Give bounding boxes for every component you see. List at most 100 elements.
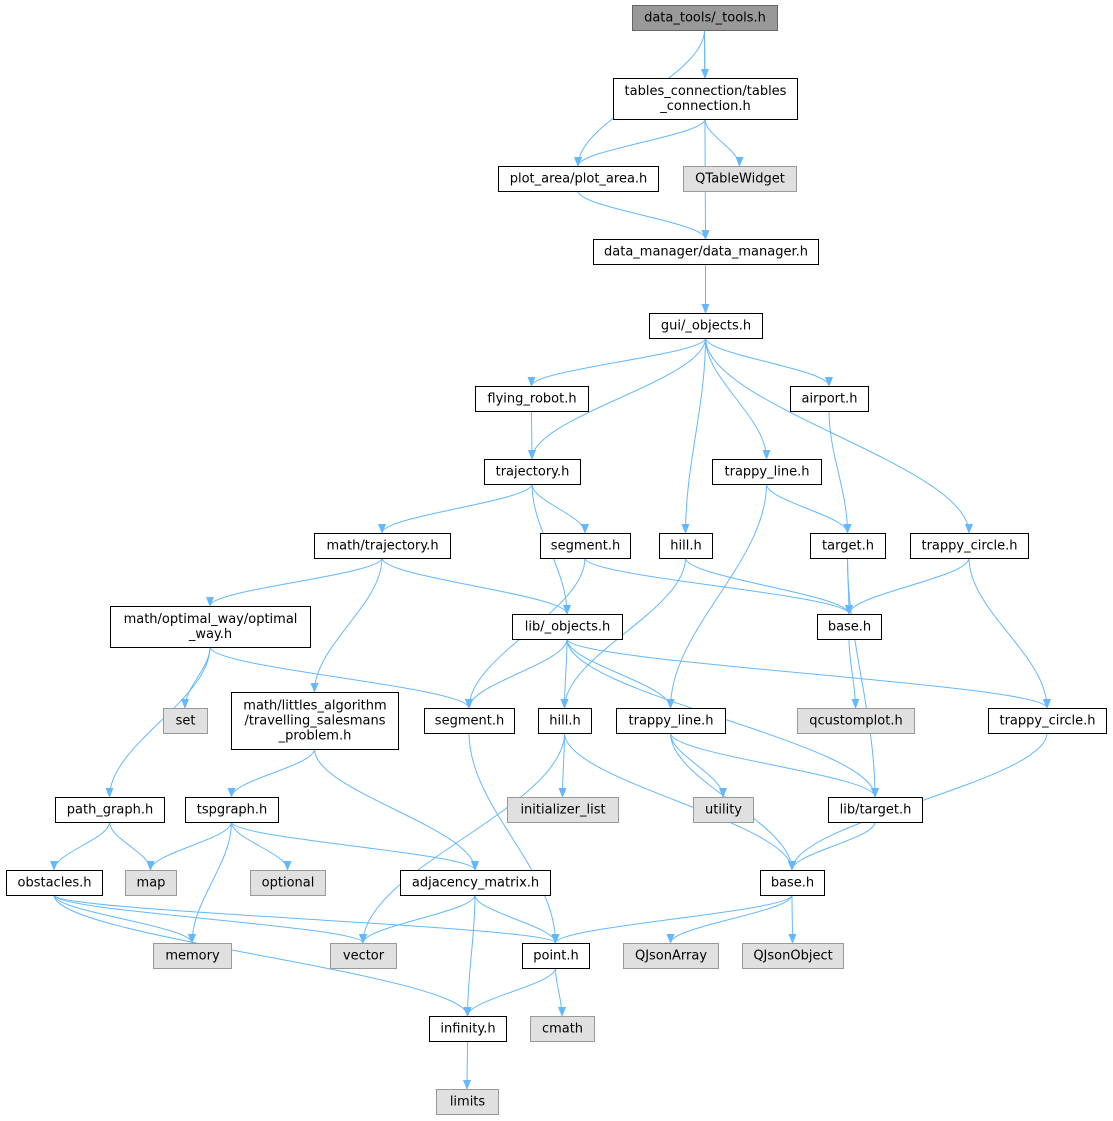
node-trappy-line-gui[interactable]: trappy_line.h	[712, 459, 822, 485]
node-label: data_manager/data_manager.h	[604, 245, 808, 260]
node-label: airport.h	[802, 392, 858, 407]
node-box	[760, 870, 825, 896]
node-base-lib[interactable]: base.h	[760, 870, 825, 896]
node-obstacles[interactable]: obstacles.h	[6, 870, 103, 896]
node-optimal-way[interactable]: math/optimal_way/optimal_way.h	[110, 606, 311, 648]
edge-trajectory-to-math_trajectory	[378, 483, 533, 534]
edge-gui_objects-to-hill_gui	[681, 337, 706, 534]
node-label: initializer_list	[520, 803, 605, 818]
node-lib-target[interactable]: lib/target.h	[828, 797, 923, 823]
node-box	[231, 692, 399, 750]
node-box	[988, 708, 1107, 734]
node-box	[632, 5, 778, 31]
node-plot-area[interactable]: plot_area/plot_area.h	[498, 166, 659, 192]
edge-obstacles-to-memory	[53, 894, 196, 944]
nodes-layer: data_tools/_tools.h tables_connection/tab…	[6, 5, 1107, 1115]
node-label: QJsonObject	[753, 949, 832, 964]
edge-hill_lib-to-base_lib	[564, 732, 796, 871]
edge-infinity-to-limits	[463, 1040, 472, 1090]
node-lib-objects[interactable]: lib/_objects.h	[512, 614, 623, 640]
edge-littles-to-tspgraph	[227, 748, 315, 798]
node-tspgraph[interactable]: tspgraph.h	[185, 797, 279, 823]
node-label: trappy_circle.h	[999, 714, 1095, 729]
node-trappy-line-lib[interactable]: trappy_line.h	[616, 708, 726, 734]
node-tables-connection[interactable]: tables_connection/tables_connection.h	[613, 78, 798, 120]
node-segment-gui[interactable]: segment.h	[540, 533, 631, 559]
node-label: math/trajectory.h	[326, 539, 438, 554]
node-trajectory[interactable]: trajectory.h	[484, 459, 581, 485]
node-label: qcustomplot.h	[809, 714, 902, 729]
edge-math_trajectory-to-lib_objects	[381, 557, 571, 615]
edge-hill_gui-to-hill_lib	[560, 557, 686, 709]
edge-tspgraph-to-map	[146, 821, 232, 871]
node-box	[613, 78, 798, 120]
node-qjsonobject: QJsonObject	[742, 943, 844, 969]
node-label: trappy_line.h	[725, 465, 810, 480]
node-label: point.h	[533, 949, 579, 964]
node-box	[683, 166, 797, 192]
node-point[interactable]: point.h	[522, 943, 590, 969]
node-box	[522, 943, 590, 969]
node-label: _connection.h	[659, 99, 751, 114]
edge-adjacency_matrix-to-point	[474, 894, 560, 944]
edge-tspgraph-to-memory	[188, 821, 232, 944]
edge-tables_connection-to-qtablewidget	[704, 118, 744, 167]
node-label: vector	[343, 949, 385, 964]
node-data-manager[interactable]: data_manager/data_manager.h	[593, 239, 819, 265]
node-gui-objects[interactable]: gui/_objects.h	[649, 313, 763, 339]
node-box	[424, 708, 515, 734]
node-box	[475, 386, 589, 412]
node-infinity[interactable]: infinity.h	[429, 1016, 507, 1042]
node-box	[110, 606, 311, 648]
edge-flying_robot-to-trajectory	[527, 410, 536, 460]
node-label: math/littles_algorithm	[243, 699, 386, 714]
edge-math_trajectory-to-optimal_way	[206, 557, 383, 607]
edge-adjacency_matrix-to-infinity	[463, 894, 476, 1017]
node-hill-gui[interactable]: hill.h	[659, 533, 713, 559]
node-label: base.h	[828, 620, 871, 635]
edge-optimal_way-to-path_graph	[105, 646, 211, 798]
edge-optimal_way-to-set	[181, 646, 211, 709]
node-cmath: cmath	[530, 1016, 595, 1042]
node-qcustomplot: qcustomplot.h	[797, 708, 915, 734]
edge-base_gui-to-qcustomplot	[848, 638, 860, 709]
node-base-gui[interactable]: base.h	[817, 614, 882, 640]
node-label: data_tools/_tools.h	[644, 11, 766, 26]
edge-point-to-cmath	[555, 967, 566, 1017]
node-map: map	[125, 870, 177, 896]
node-hill-lib[interactable]: hill.h	[538, 708, 592, 734]
edge-path_graph-to-map	[109, 821, 155, 871]
node-utility: utility	[693, 797, 754, 823]
node-label: map	[137, 876, 166, 891]
node-box	[817, 614, 882, 640]
node-label: lib/_objects.h	[525, 620, 611, 635]
node-box	[910, 533, 1029, 559]
node-airport[interactable]: airport.h	[790, 386, 869, 412]
edge-trappy_circle_gui-to-trappy_circle_lib	[968, 557, 1051, 709]
node-segment-lib[interactable]: segment.h	[424, 708, 515, 734]
node-label: target.h	[822, 539, 874, 554]
edge-tspgraph-to-optional	[231, 821, 292, 871]
node-box	[828, 797, 923, 823]
node-label: obstacles.h	[18, 876, 92, 891]
edge-airport-to-target_gui	[828, 410, 852, 534]
edge-trappy_line_lib-to-utility	[670, 732, 727, 798]
node-box	[498, 166, 659, 192]
node-label: /travelling_salesmans	[244, 714, 385, 729]
edge-segment_lib-to-point	[468, 732, 560, 944]
node-flying-robot[interactable]: flying_robot.h	[475, 386, 589, 412]
node-qtablewidget: QTableWidget	[683, 166, 797, 192]
node-memory: memory	[153, 943, 232, 969]
node-adjacency-matrix[interactable]: adjacency_matrix.h	[400, 870, 551, 896]
edge-gui_objects-to-flying_robot	[527, 337, 706, 387]
edge-trappy_line_gui-to-trappy_line_lib	[666, 483, 767, 709]
node-data-tools[interactable]: data_tools/_tools.h	[632, 5, 778, 31]
node-math-trajectory[interactable]: math/trajectory.h	[314, 533, 451, 559]
node-trappy-circle-gui[interactable]: trappy_circle.h	[910, 533, 1029, 559]
node-trappy-circle-lib[interactable]: trappy_circle.h	[988, 708, 1107, 734]
node-label: path_graph.h	[67, 803, 153, 818]
node-target-gui[interactable]: target.h	[810, 533, 886, 559]
node-path-graph[interactable]: path_graph.h	[55, 797, 165, 823]
edge-obstacles-to-vector	[53, 894, 367, 944]
node-littles[interactable]: math/littles_algorithm/travelling_salesm…	[231, 692, 399, 750]
